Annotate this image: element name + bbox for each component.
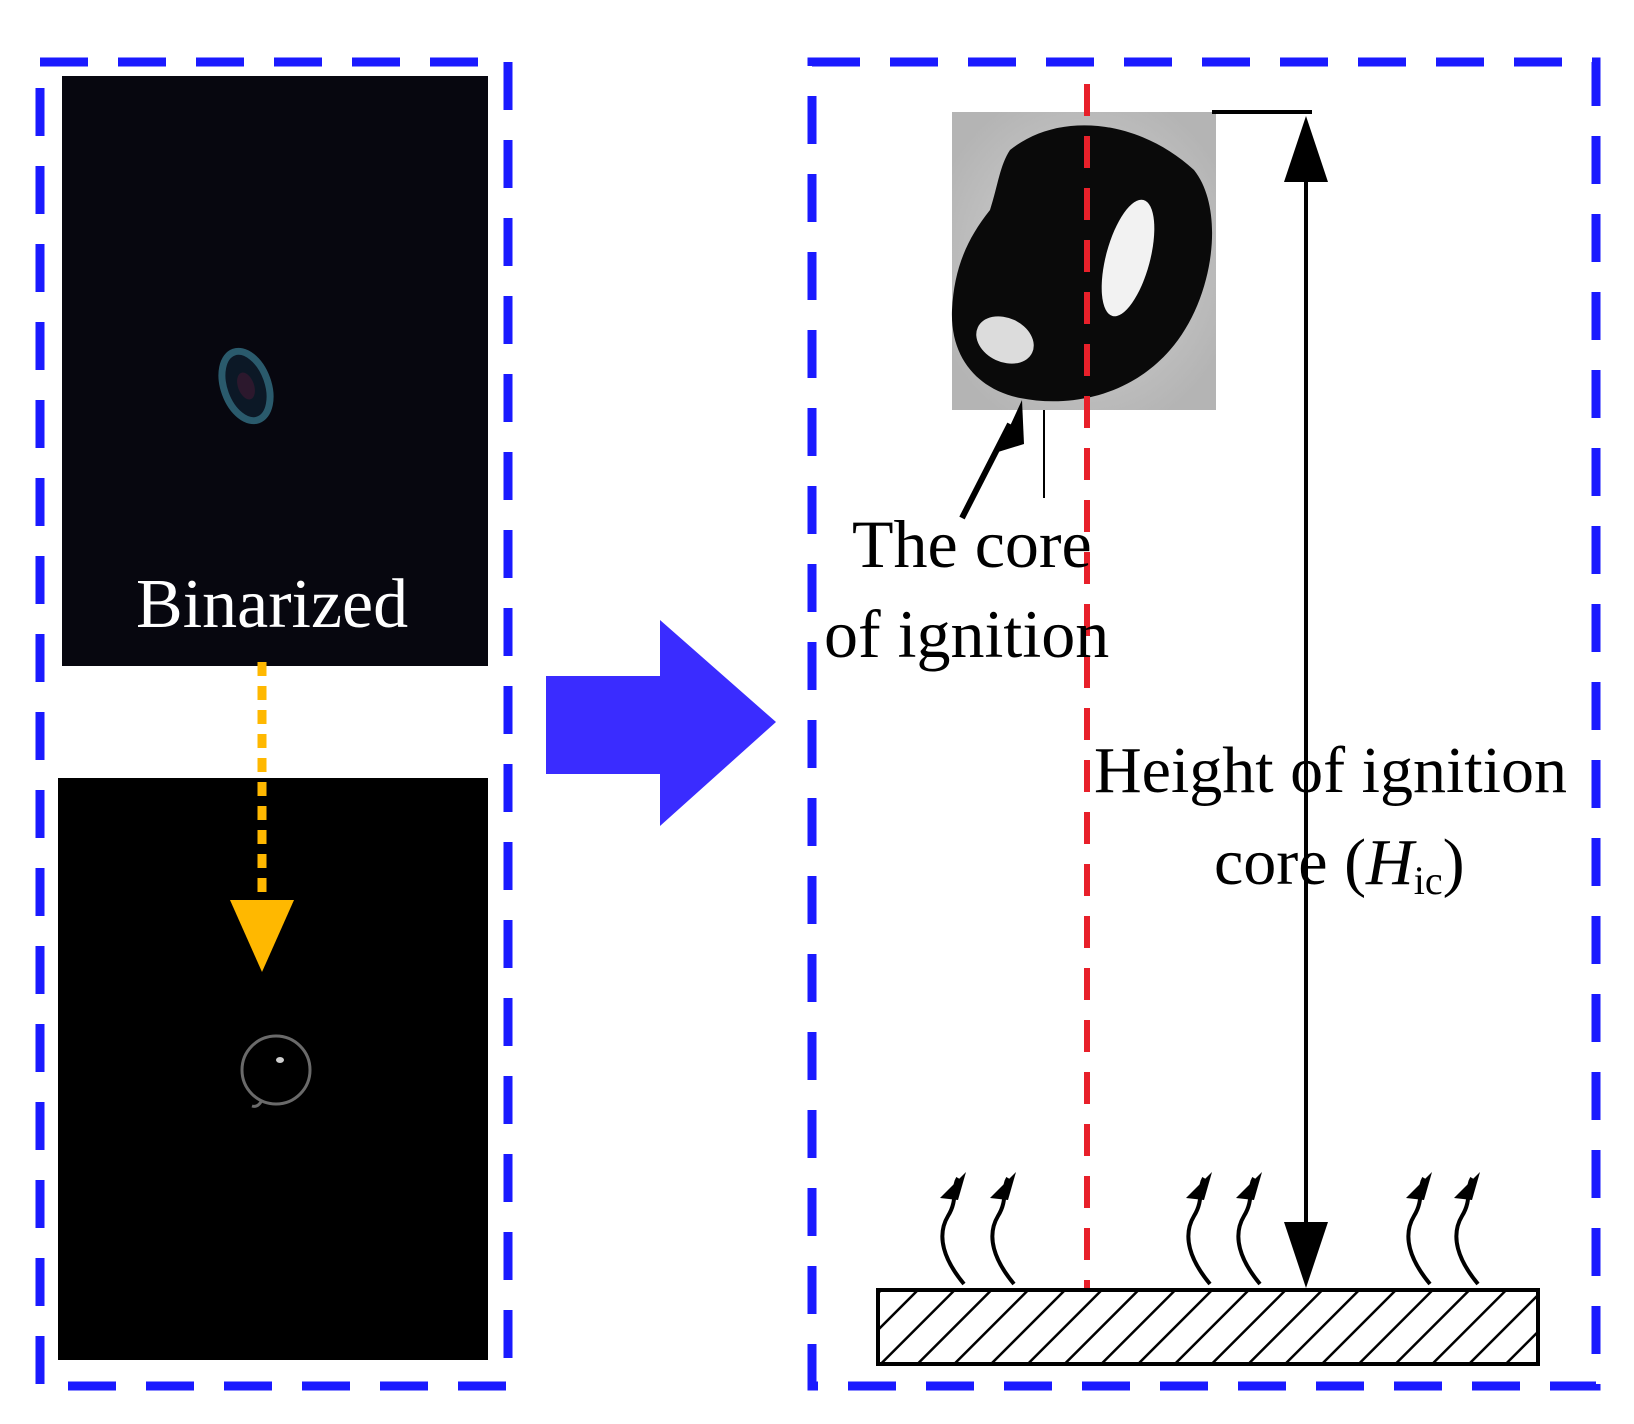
height-label-line1: Height of ignition bbox=[1094, 734, 1567, 807]
left-panel-border bbox=[35, 57, 513, 1391]
height-subscript: ic bbox=[1413, 858, 1443, 903]
core-pointer-arrow bbox=[959, 422, 1013, 520]
height-arrowhead-top bbox=[1284, 116, 1328, 182]
height-label-prefix: core ( bbox=[1214, 826, 1367, 899]
height-label-line2: core (Hic) bbox=[1214, 830, 1465, 901]
binary-flame-frame bbox=[58, 778, 488, 1360]
binarize-arrowhead bbox=[230, 900, 294, 972]
raw-flame-frame bbox=[62, 76, 488, 666]
binary-flame-outline bbox=[240, 1034, 312, 1108]
core-label-line2: of ignition bbox=[824, 596, 1110, 672]
heat-flux-arrowheads bbox=[940, 1172, 1480, 1200]
core-label-line1: The core bbox=[852, 506, 1092, 582]
droplet-image bbox=[951, 112, 1216, 410]
hot-plate bbox=[876, 1288, 1540, 1366]
flow-arrow bbox=[546, 620, 776, 826]
height-arrowhead-bottom bbox=[1284, 1222, 1328, 1288]
core-pointer-arrowhead bbox=[998, 400, 1024, 452]
heat-flux-arrows bbox=[940, 1176, 1480, 1286]
raw-flame-ring bbox=[218, 347, 274, 425]
height-symbol: H bbox=[1366, 826, 1414, 899]
height-label-suffix: ) bbox=[1442, 826, 1465, 899]
right-panel-border bbox=[807, 57, 1601, 1391]
binarized-label: Binarized bbox=[136, 566, 409, 643]
